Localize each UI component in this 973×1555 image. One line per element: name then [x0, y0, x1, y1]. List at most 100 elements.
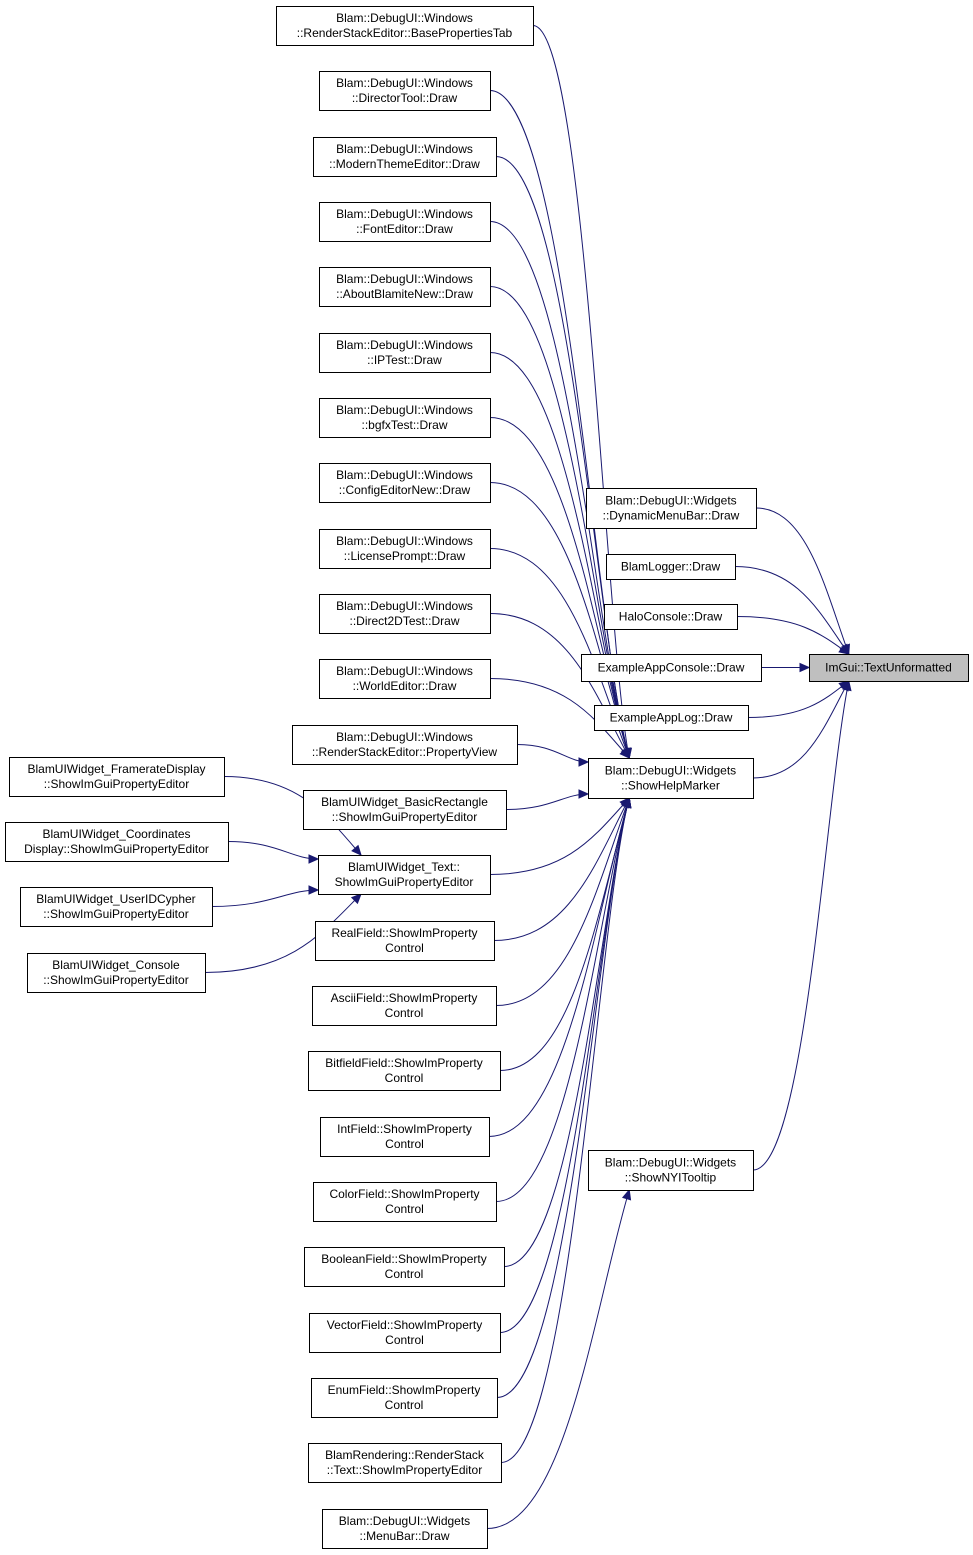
node-widgettext[interactable]: BlamUIWidget_Text::ShowImGuiPropertyEdit…	[318, 855, 491, 895]
node-box[interactable]	[308, 1051, 501, 1091]
edge-enumfield-to-showhelpmarker	[496, 797, 630, 1398]
node-box[interactable]	[319, 529, 491, 569]
node-label-line: Blam::DebugUI::Windows	[336, 403, 473, 417]
node-label-line: RealField::ShowImProperty	[331, 926, 477, 940]
node-shownyitooltip[interactable]: Blam::DebugUI::Widgets::ShowNYITooltip	[588, 1150, 754, 1191]
node-box[interactable]	[319, 659, 491, 699]
node-label-line: BooleanField::ShowImProperty	[321, 1252, 486, 1266]
node-exampleapplog[interactable]: ExampleAppLog::Draw	[594, 705, 749, 731]
node-box[interactable]	[594, 705, 749, 731]
edge-intfield-to-showhelpmarker	[488, 797, 630, 1137]
edge-widgettext-to-showhelpmarker	[489, 797, 630, 875]
node-label-line: ::FontEditor::Draw	[356, 222, 453, 236]
node-label-line: ::ModernThemeEditor::Draw	[329, 157, 480, 171]
node-label-line: ::ShowHelpMarker	[621, 779, 720, 793]
node-licenseprompt[interactable]: Blam::DebugUI::Windows::LicensePrompt::D…	[319, 529, 491, 569]
node-label-line: ExampleAppLog::Draw	[610, 711, 733, 725]
node-worldeditor[interactable]: Blam::DebugUI::Windows::WorldEditor::Dra…	[319, 659, 491, 699]
node-frameratedisplay[interactable]: BlamUIWidget_FramerateDisplay::ShowImGui…	[9, 757, 225, 797]
node-iptest[interactable]: Blam::DebugUI::Windows::IPTest::Draw	[319, 333, 491, 373]
arrowhead-renderstacktext-to-showhelpmarker	[622, 796, 632, 809]
node-box[interactable]	[319, 71, 491, 111]
node-box[interactable]	[319, 463, 491, 503]
edge-bitfieldfield-to-showhelpmarker	[499, 797, 630, 1071]
node-box[interactable]	[313, 1182, 497, 1222]
node-label-line: ::ShowNYITooltip	[625, 1171, 717, 1185]
node-box[interactable]	[304, 1247, 505, 1287]
node-box[interactable]	[319, 398, 491, 438]
node-coordinatesdisplay[interactable]: BlamUIWidget_CoordinatesDisplay::ShowImG…	[5, 822, 229, 862]
node-configeditornew[interactable]: Blam::DebugUI::Windows::ConfigEditorNew:…	[319, 463, 491, 503]
node-box[interactable]	[318, 855, 491, 895]
node-basepropertiestab[interactable]: Blam::DebugUI::Windows::RenderStackEdito…	[276, 6, 534, 46]
node-blamlogger[interactable]: BlamLogger::Draw	[606, 554, 736, 580]
node-box[interactable]	[588, 1150, 754, 1191]
node-box[interactable]	[604, 604, 738, 630]
node-box[interactable]	[588, 758, 754, 799]
edge-basicrectangle-to-showhelpmarker	[505, 793, 589, 810]
node-box[interactable]	[276, 6, 534, 46]
node-label-line: EnumField::ShowImProperty	[328, 1383, 481, 1397]
node-box[interactable]	[311, 1378, 498, 1418]
node-box[interactable]	[309, 1313, 501, 1353]
node-menubar[interactable]: Blam::DebugUI::Widgets::MenuBar::Draw	[322, 1509, 488, 1549]
node-box[interactable]	[20, 887, 213, 927]
node-label-line: ::WorldEditor::Draw	[353, 679, 457, 693]
node-box[interactable]	[292, 725, 518, 765]
node-label-line: ::DirectorTool::Draw	[352, 91, 458, 105]
node-box[interactable]	[320, 1117, 490, 1157]
node-box[interactable]	[606, 554, 736, 580]
edge-widgetconsole-to-widgettext	[204, 893, 362, 973]
node-box[interactable]	[313, 137, 497, 177]
node-dynamicmenubar[interactable]: Blam::DebugUI::Widgets::DynamicMenuBar::…	[586, 488, 757, 529]
node-box[interactable]	[319, 594, 491, 634]
node-box[interactable]	[319, 333, 491, 373]
node-widgetconsole[interactable]: BlamUIWidget_Console::ShowImGuiPropertyE…	[27, 953, 206, 993]
node-label-line: BitfieldField::ShowImProperty	[325, 1056, 482, 1070]
node-box[interactable]	[809, 654, 969, 682]
node-showhelpmarker[interactable]: Blam::DebugUI::Widgets::ShowHelpMarker	[588, 758, 754, 799]
node-label-line: Blam::DebugUI::Widgets	[605, 494, 736, 508]
node-label-line: BlamLogger::Draw	[621, 560, 721, 574]
node-renderstacktext[interactable]: BlamRendering::RenderStack::Text::ShowIm…	[308, 1443, 502, 1483]
node-propertyview[interactable]: Blam::DebugUI::Windows::RenderStackEdito…	[292, 725, 518, 765]
node-box[interactable]	[315, 921, 495, 961]
node-label-line: Blam::DebugUI::Windows	[336, 664, 473, 678]
node-useridcypher[interactable]: BlamUIWidget_UserIDCypher::ShowImGuiProp…	[20, 887, 213, 927]
node-box[interactable]	[319, 202, 491, 242]
node-label-line: Blam::DebugUI::Windows	[336, 76, 473, 90]
node-textunformatted[interactable]: ImGui::TextUnformatted	[809, 654, 969, 682]
node-fonteditor[interactable]: Blam::DebugUI::Windows::FontEditor::Draw	[319, 202, 491, 242]
node-basicrectangle[interactable]: BlamUIWidget_BasicRectangle::ShowImGuiPr…	[303, 790, 507, 830]
node-box[interactable]	[27, 953, 206, 993]
node-label-line: Blam::DebugUI::Windows	[336, 338, 473, 352]
node-label-line: ::MenuBar::Draw	[359, 1529, 449, 1543]
node-label-line: ::DynamicMenuBar::Draw	[603, 509, 740, 523]
node-box[interactable]	[9, 757, 225, 797]
node-modernthemeeditor[interactable]: Blam::DebugUI::Windows::ModernThemeEdito…	[313, 137, 497, 177]
node-direct2dtest[interactable]: Blam::DebugUI::Windows::Direct2DTest::Dr…	[319, 594, 491, 634]
node-label-line: ::RenderStackEditor::BasePropertiesTab	[297, 26, 513, 40]
node-bgfxtest[interactable]: Blam::DebugUI::Windows::bgfxTest::Draw	[319, 398, 491, 438]
node-aboutblamitenew[interactable]: Blam::DebugUI::Windows::AboutBlamiteNew:…	[319, 267, 491, 307]
node-box[interactable]	[581, 654, 762, 682]
node-box[interactable]	[303, 790, 507, 830]
node-box[interactable]	[308, 1443, 502, 1483]
node-exampleappconsole[interactable]: ExampleAppConsole::Draw	[581, 654, 762, 682]
node-box[interactable]	[319, 267, 491, 307]
node-box[interactable]	[586, 488, 757, 529]
node-label-line: Control	[385, 1267, 424, 1281]
node-haloconsole[interactable]: HaloConsole::Draw	[604, 604, 738, 630]
node-box[interactable]	[312, 986, 497, 1026]
node-box[interactable]	[322, 1509, 488, 1549]
node-box[interactable]	[5, 822, 229, 862]
node-directortool[interactable]: Blam::DebugUI::Windows::DirectorTool::Dr…	[319, 71, 491, 111]
